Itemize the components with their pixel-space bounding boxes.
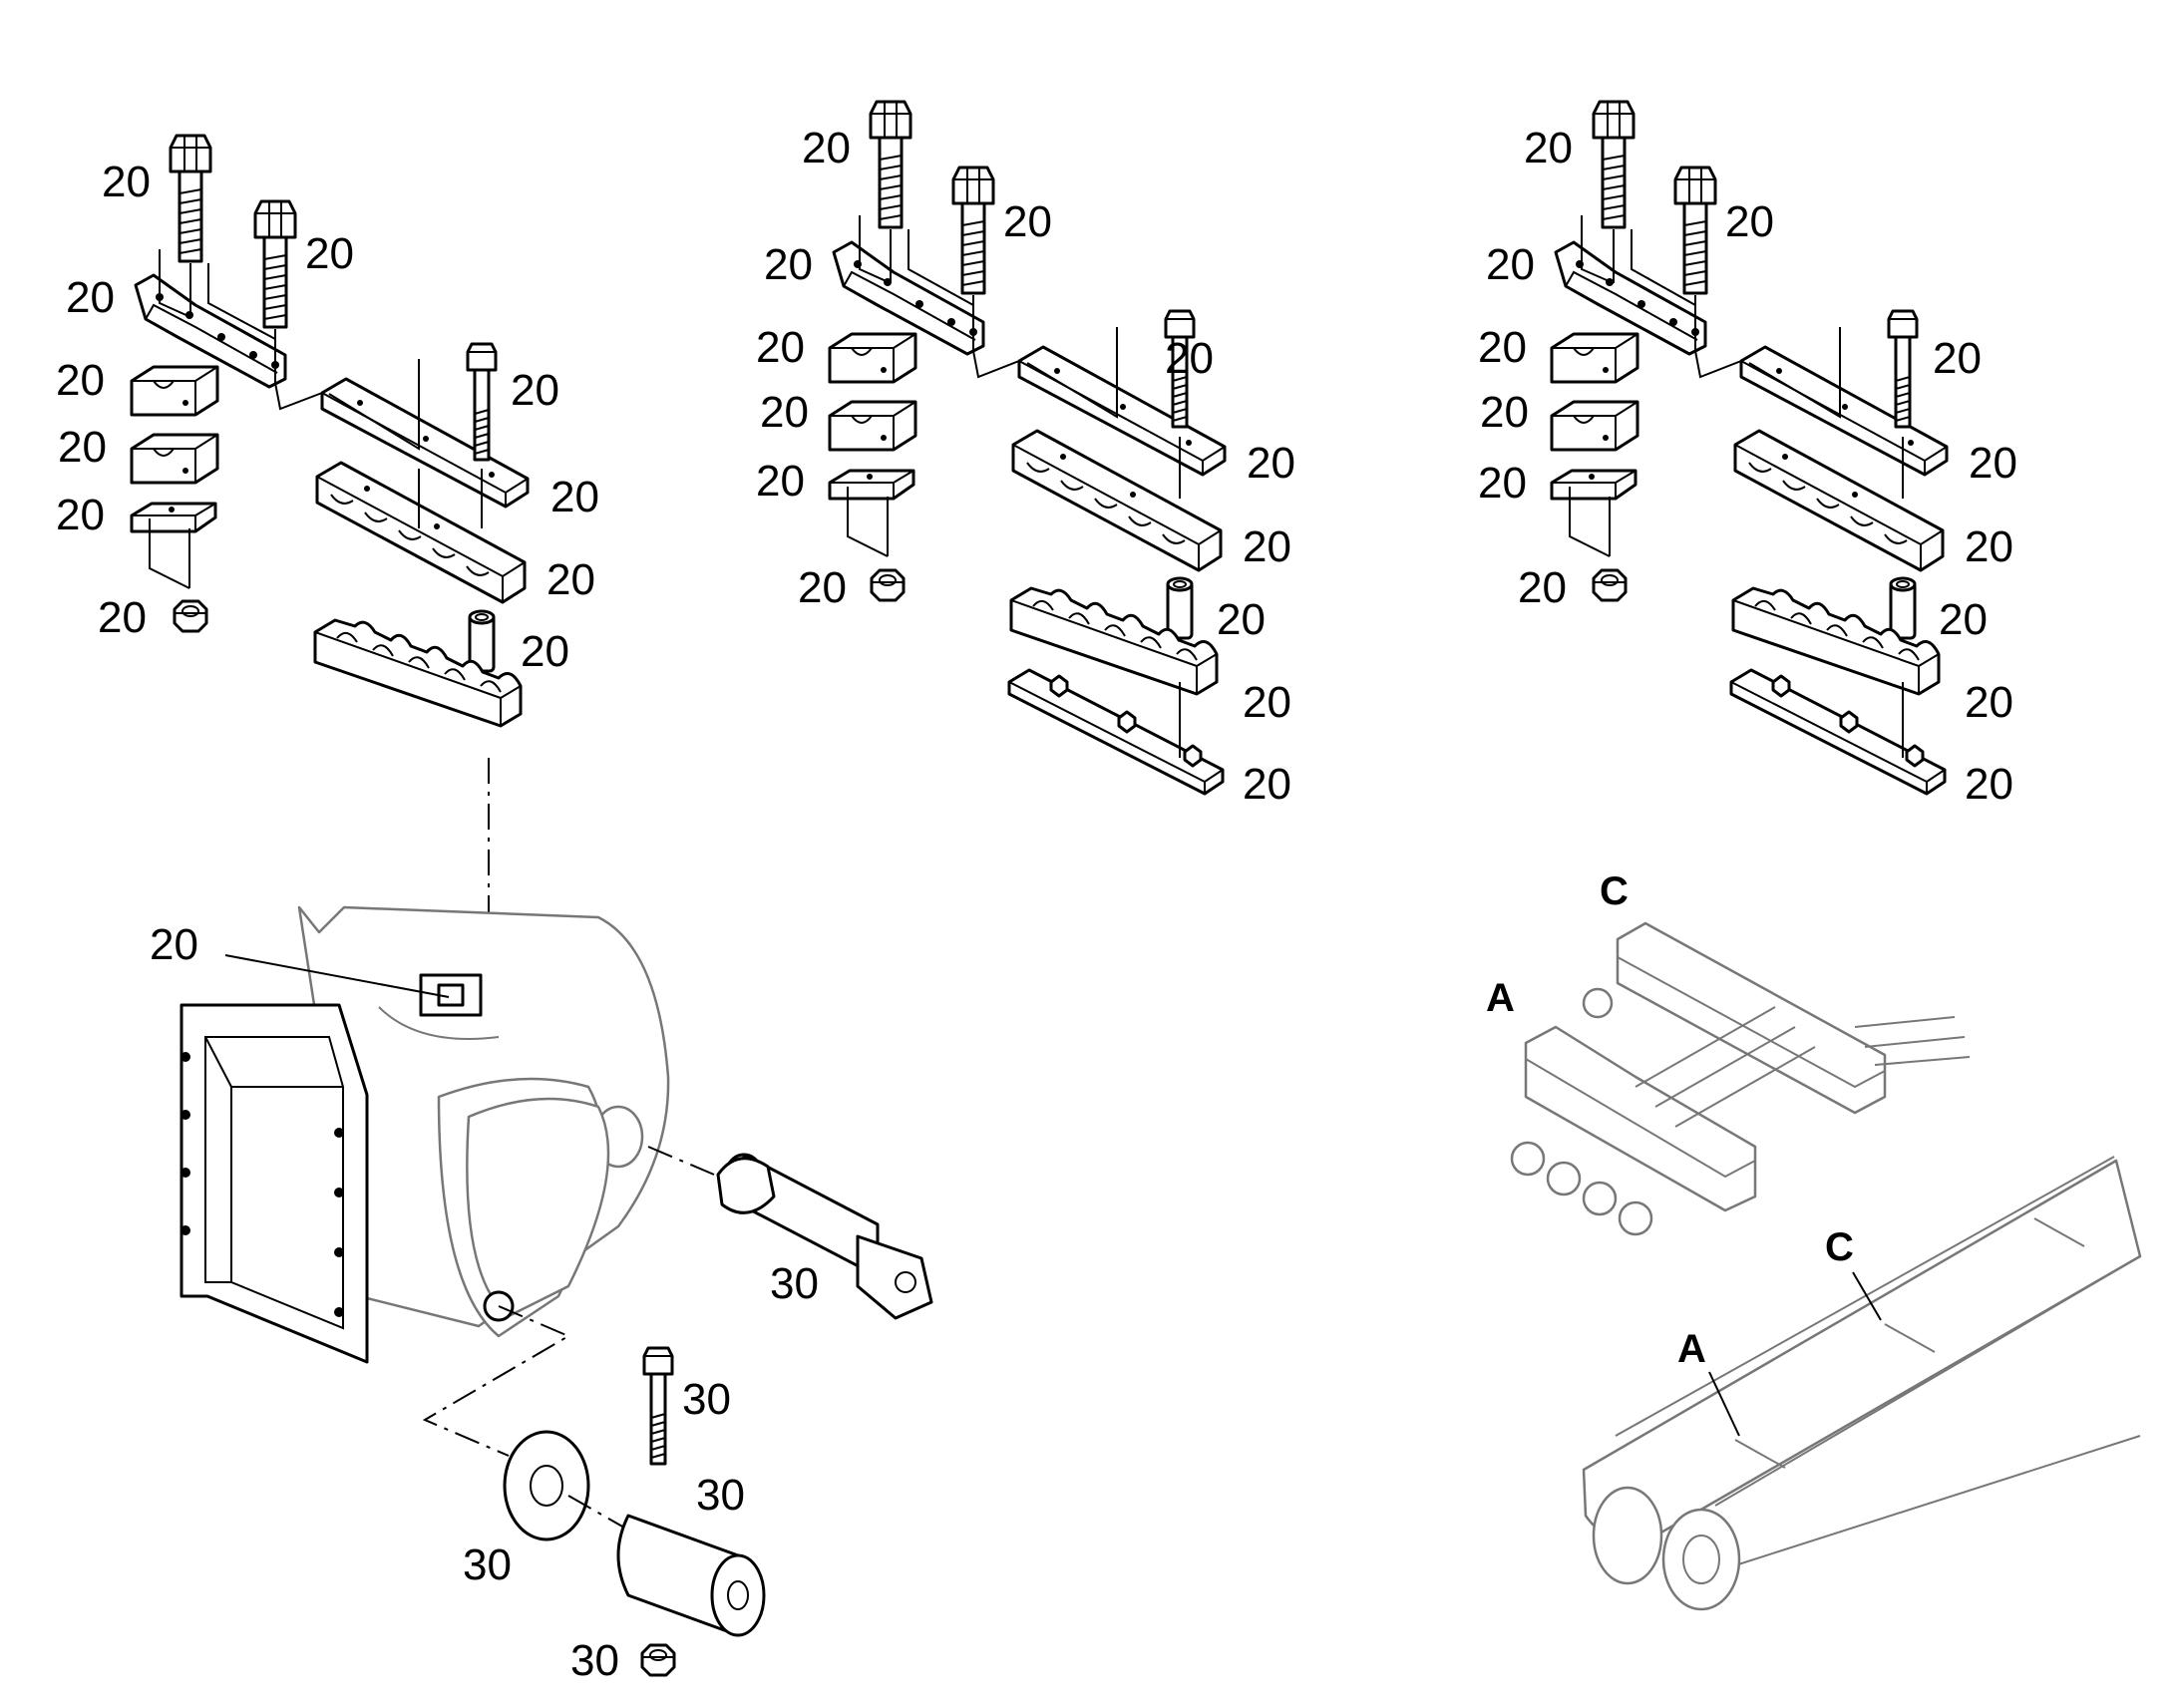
- boom-foot-mount: [180, 905, 933, 1677]
- callout: 30: [682, 1375, 731, 1424]
- callout: 20: [98, 593, 147, 642]
- callout: 30: [570, 1636, 619, 1685]
- callout: 20: [58, 423, 107, 472]
- callout: 20: [756, 457, 805, 506]
- callout: 20: [1486, 240, 1535, 289]
- boom-overview: [1582, 1156, 2142, 1611]
- clamp-assembly-2: [828, 100, 1227, 796]
- callout: 20: [1524, 124, 1573, 172]
- callout: 20: [66, 273, 115, 322]
- callout: 20: [56, 491, 105, 539]
- location-letter: C: [1825, 1225, 1854, 1269]
- callout: 20: [150, 920, 198, 969]
- callouts-assy3: 20 20 20 20 20 20 20 20 20 20 20 20: [1478, 124, 2017, 727]
- callout: 20: [1965, 678, 2013, 727]
- callout: 20: [546, 555, 595, 604]
- callout: 20: [1933, 334, 1982, 383]
- callout: 20: [1969, 439, 2017, 488]
- callout: 20: [1939, 595, 1988, 644]
- callout: 20: [764, 240, 813, 289]
- callout: 20: [1165, 334, 1214, 383]
- callout: 20: [1480, 388, 1529, 437]
- callout: 20: [1217, 595, 1266, 644]
- callout: 30: [463, 1540, 512, 1589]
- callout: 20: [550, 473, 599, 521]
- callout: 20: [1243, 678, 1291, 727]
- callout: 20: [305, 229, 354, 278]
- callout: 20: [1478, 459, 1527, 508]
- location-letter: C: [1600, 869, 1629, 913]
- callouts-mount: 30 30 30 30 30: [463, 1259, 819, 1685]
- callout: 20: [1243, 760, 1291, 809]
- callout: 20: [760, 388, 809, 437]
- callout: 20: [1965, 522, 2013, 571]
- callout: 20: [56, 356, 105, 405]
- callout: 30: [696, 1471, 745, 1520]
- callout: 30: [770, 1259, 819, 1308]
- callout: 20: [1478, 323, 1527, 372]
- callouts-assy1-extra: 20: [150, 920, 198, 969]
- callout: 20: [1518, 563, 1567, 612]
- location-letters: C A C A: [1486, 869, 1854, 1371]
- callout: 20: [521, 627, 569, 676]
- location-letter: A: [1677, 1327, 1706, 1371]
- detail-view-hose-clamps: [1510, 921, 1971, 1236]
- callout: 20: [1003, 197, 1052, 246]
- callout: 20: [1965, 760, 2013, 809]
- callout: 20: [802, 124, 851, 172]
- callout: 20: [102, 158, 151, 206]
- clamp-assembly-3: [1550, 100, 1949, 796]
- callout: 20: [511, 366, 559, 415]
- callout: 20: [1247, 439, 1295, 488]
- location-letter: A: [1486, 976, 1515, 1020]
- callout: 20: [1725, 197, 1774, 246]
- callout: 20: [798, 563, 847, 612]
- callouts-assy2: 20 20 20 20 20 20 20 20 20 20 20 20: [756, 124, 1295, 727]
- callout: 20: [1243, 522, 1291, 571]
- callouts-assy2-extra: 20: [1243, 760, 1291, 809]
- callout: 20: [756, 323, 805, 372]
- callouts-assy3-extra: 20: [1965, 760, 2013, 809]
- callouts-assy1: 20 20 20 20 20 20 20 20 20 20 20: [56, 158, 599, 676]
